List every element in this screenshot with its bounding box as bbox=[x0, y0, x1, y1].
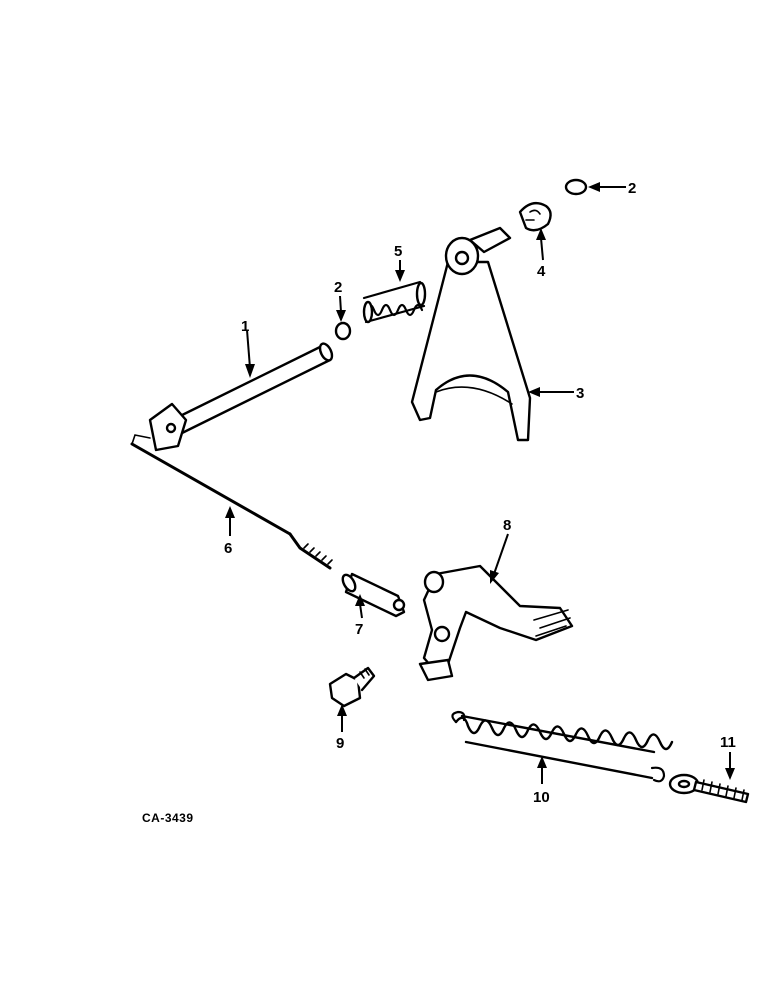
leader-5 bbox=[395, 260, 405, 282]
pin-part bbox=[341, 572, 406, 618]
leader-11 bbox=[725, 752, 735, 780]
callout-2-right: 2 bbox=[628, 180, 636, 197]
callout-4: 4 bbox=[537, 263, 546, 280]
leader-9 bbox=[337, 704, 347, 732]
callout-5: 5 bbox=[394, 243, 402, 260]
compression-spring-part bbox=[362, 280, 427, 324]
callout-10: 10 bbox=[533, 789, 550, 806]
leader-4 bbox=[536, 228, 546, 261]
callout-7: 7 bbox=[355, 621, 363, 638]
figure-id: CA-3439 bbox=[142, 811, 194, 825]
leader-8 bbox=[490, 533, 509, 584]
callout-6: 6 bbox=[224, 540, 232, 557]
callout-2-left: 2 bbox=[334, 279, 342, 296]
leader-10 bbox=[537, 756, 547, 784]
leader-7 bbox=[355, 594, 365, 619]
shift-fork-part bbox=[410, 226, 532, 442]
control-rod-part bbox=[130, 434, 333, 570]
shoulder-bolt-part bbox=[328, 666, 376, 708]
shift-rod-part bbox=[148, 342, 334, 452]
callout-8: 8 bbox=[503, 517, 511, 534]
leader-3 bbox=[528, 387, 574, 397]
clip-part bbox=[518, 201, 552, 232]
pedal-part bbox=[418, 564, 574, 682]
callout-11: 11 bbox=[720, 734, 736, 751]
leader-6 bbox=[225, 506, 235, 536]
extension-spring-part bbox=[451, 710, 674, 783]
callout-9: 9 bbox=[336, 735, 344, 752]
callout-3: 3 bbox=[576, 385, 584, 402]
snap-ring-part-right bbox=[564, 178, 588, 196]
leader-2-left bbox=[336, 295, 346, 322]
eye-bolt-part bbox=[668, 773, 750, 804]
callout-1: 1 bbox=[241, 318, 249, 335]
leader-2-right bbox=[588, 182, 626, 192]
leader-1 bbox=[245, 329, 255, 378]
snap-ring-part-left bbox=[334, 321, 352, 341]
